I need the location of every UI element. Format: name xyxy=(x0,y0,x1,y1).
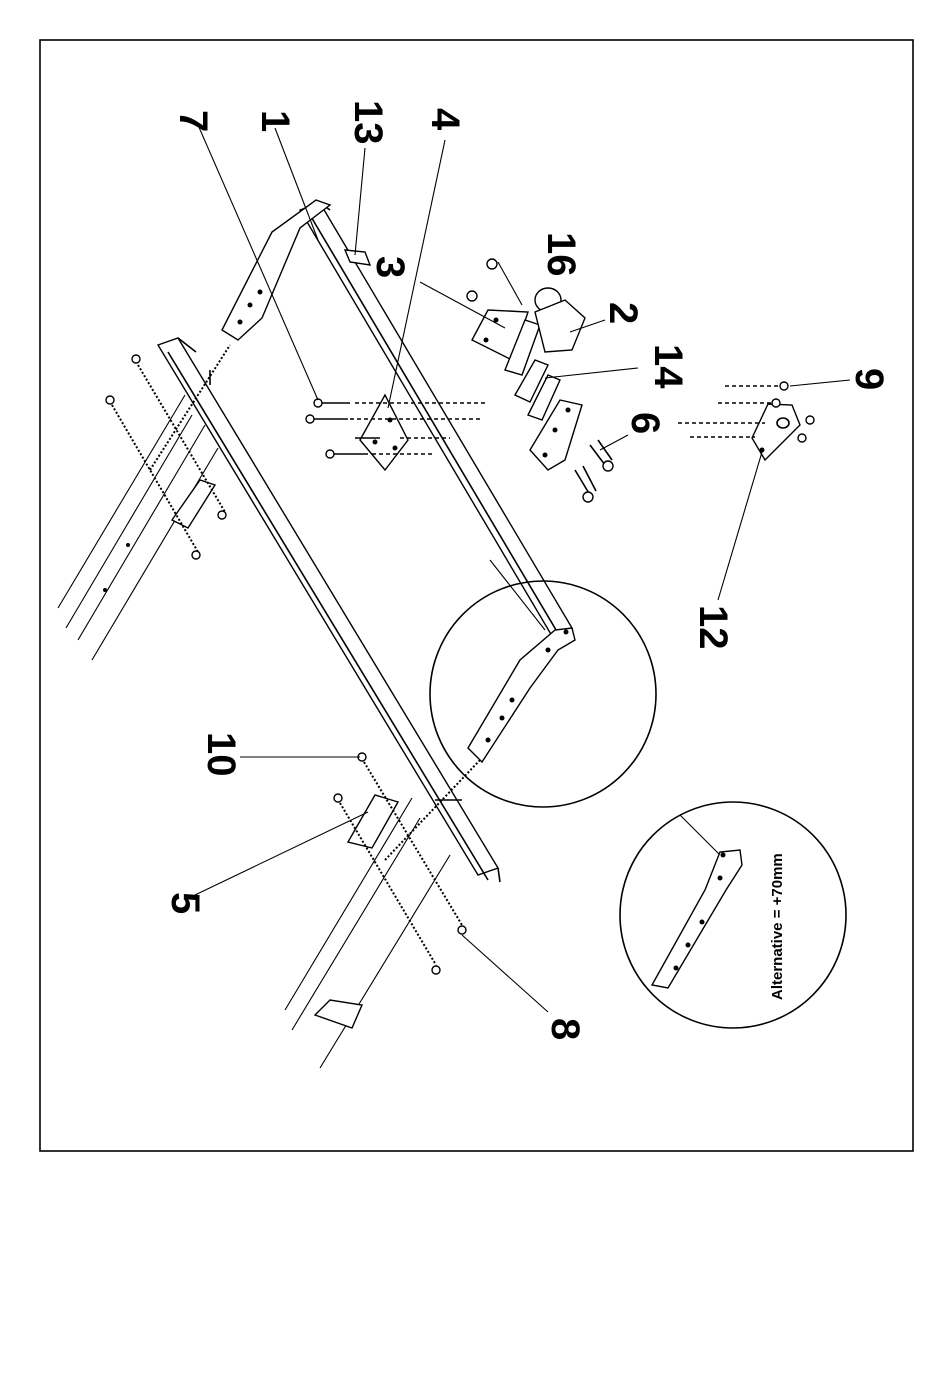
side-plate-lower xyxy=(315,753,480,1028)
label-part-5: 5 xyxy=(163,892,207,914)
side-plate-upper xyxy=(106,345,230,559)
label-part-14: 14 xyxy=(646,344,690,389)
label-part-1: 1 xyxy=(253,110,297,132)
chassis-rail-upper xyxy=(58,395,218,660)
label-part-7: 7 xyxy=(171,110,215,132)
rear-beam xyxy=(300,203,572,640)
label-part-4: 4 xyxy=(423,108,467,131)
label-part-6: 6 xyxy=(623,412,667,434)
label-part-10: 10 xyxy=(199,732,243,777)
alternative-note: Alternative = +70mm xyxy=(769,853,786,1000)
label-part-9: 9 xyxy=(847,368,891,390)
towball-assembly xyxy=(467,259,585,420)
socket-bracket xyxy=(678,382,814,460)
label-part-3: 3 xyxy=(368,256,412,278)
label-part-12: 12 xyxy=(691,605,735,650)
label-part-16: 16 xyxy=(539,232,583,277)
label-part-8: 8 xyxy=(543,1018,587,1040)
label-part-2: 2 xyxy=(601,302,645,324)
detail-circle-alternative xyxy=(620,802,846,1028)
label-part-13: 13 xyxy=(346,100,390,145)
